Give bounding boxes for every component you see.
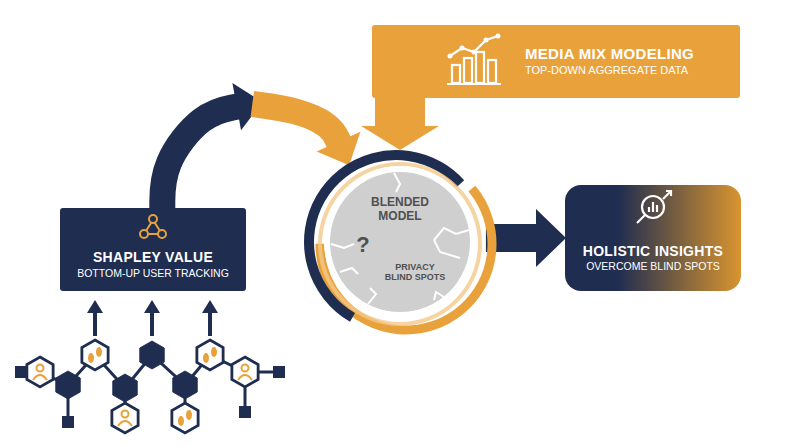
person-body xyxy=(238,375,252,380)
up-arrow-shaft xyxy=(208,312,212,336)
footprint xyxy=(186,410,192,420)
arrowhead xyxy=(536,209,566,267)
network-hexagons xyxy=(27,340,258,433)
flow-arrow xyxy=(486,209,566,267)
up-arrow-head xyxy=(202,300,218,313)
up-arrow-head xyxy=(87,300,103,313)
flow-arrow xyxy=(361,97,439,150)
footprint-hexagon xyxy=(197,340,223,370)
footprint-hexagon xyxy=(172,403,198,433)
result-box: HOLISTIC INSIGHTSOVERCOME BLIND SPOTS xyxy=(565,185,741,291)
network-icon xyxy=(60,208,246,244)
footprint-icons xyxy=(88,347,217,426)
up-arrow-shaft xyxy=(93,312,97,336)
node-subtitle: TOP-DOWN AGGREGATE DATA xyxy=(525,64,688,78)
person-hexagon xyxy=(232,357,258,387)
connector-shaft xyxy=(252,104,339,143)
filled-hexagon xyxy=(173,371,198,399)
node-title: SHAPLEY VALUE xyxy=(93,249,213,267)
magnifier-icon xyxy=(565,185,741,229)
person-head xyxy=(122,411,129,418)
footprint xyxy=(203,353,209,363)
node-title: BLENDED MODEL xyxy=(360,196,440,224)
person-body xyxy=(118,421,132,426)
person-hexagon xyxy=(112,403,138,433)
network-square xyxy=(273,366,285,378)
blended-model-circle: BLENDED MODEL? PRIVACY BLIND SPOTS xyxy=(310,152,490,332)
up-arrow-head xyxy=(144,300,160,313)
node-subtitle: OVERCOME BLIND SPOTS xyxy=(586,260,720,273)
network-squares xyxy=(15,366,285,428)
network-square xyxy=(15,366,27,378)
person-body xyxy=(33,375,47,380)
up-arrow-shaft xyxy=(150,312,154,336)
node-title: HOLISTIC INSIGHTS xyxy=(583,243,723,261)
person-hexagon xyxy=(27,357,53,387)
filled-hexagon xyxy=(56,371,81,399)
network-square xyxy=(239,406,251,418)
upward-arrows xyxy=(87,300,218,336)
chart-icon xyxy=(372,25,532,98)
filled-hexagon xyxy=(140,341,165,369)
person-icons xyxy=(33,365,252,427)
footprint xyxy=(211,347,217,357)
connector-shaft xyxy=(162,107,237,209)
person-head xyxy=(37,365,44,372)
node-subtitle: PRIVACY BLIND SPOTS xyxy=(382,262,448,283)
footprint xyxy=(96,347,102,357)
footprint xyxy=(178,416,184,426)
filled-hexagon xyxy=(113,374,138,402)
connector-shaft xyxy=(375,97,425,127)
footprint-hexagon xyxy=(82,340,108,370)
arrowhead xyxy=(361,126,439,150)
person-head xyxy=(242,365,249,372)
node-subtitle: BOTTOM-UP USER TRACKING xyxy=(77,267,229,280)
footprint xyxy=(88,353,94,363)
method-box: SHAPLEY VALUEBOTTOM-UP USER TRACKING xyxy=(60,208,246,291)
node-title: MEDIA MIX MODELING xyxy=(525,45,694,64)
method-box: MEDIA MIX MODELINGTOP-DOWN AGGREGATE DAT… xyxy=(372,25,740,98)
node-subtitle: ? xyxy=(352,232,374,257)
blended-circle-shape xyxy=(310,152,490,332)
network-square xyxy=(62,416,74,428)
